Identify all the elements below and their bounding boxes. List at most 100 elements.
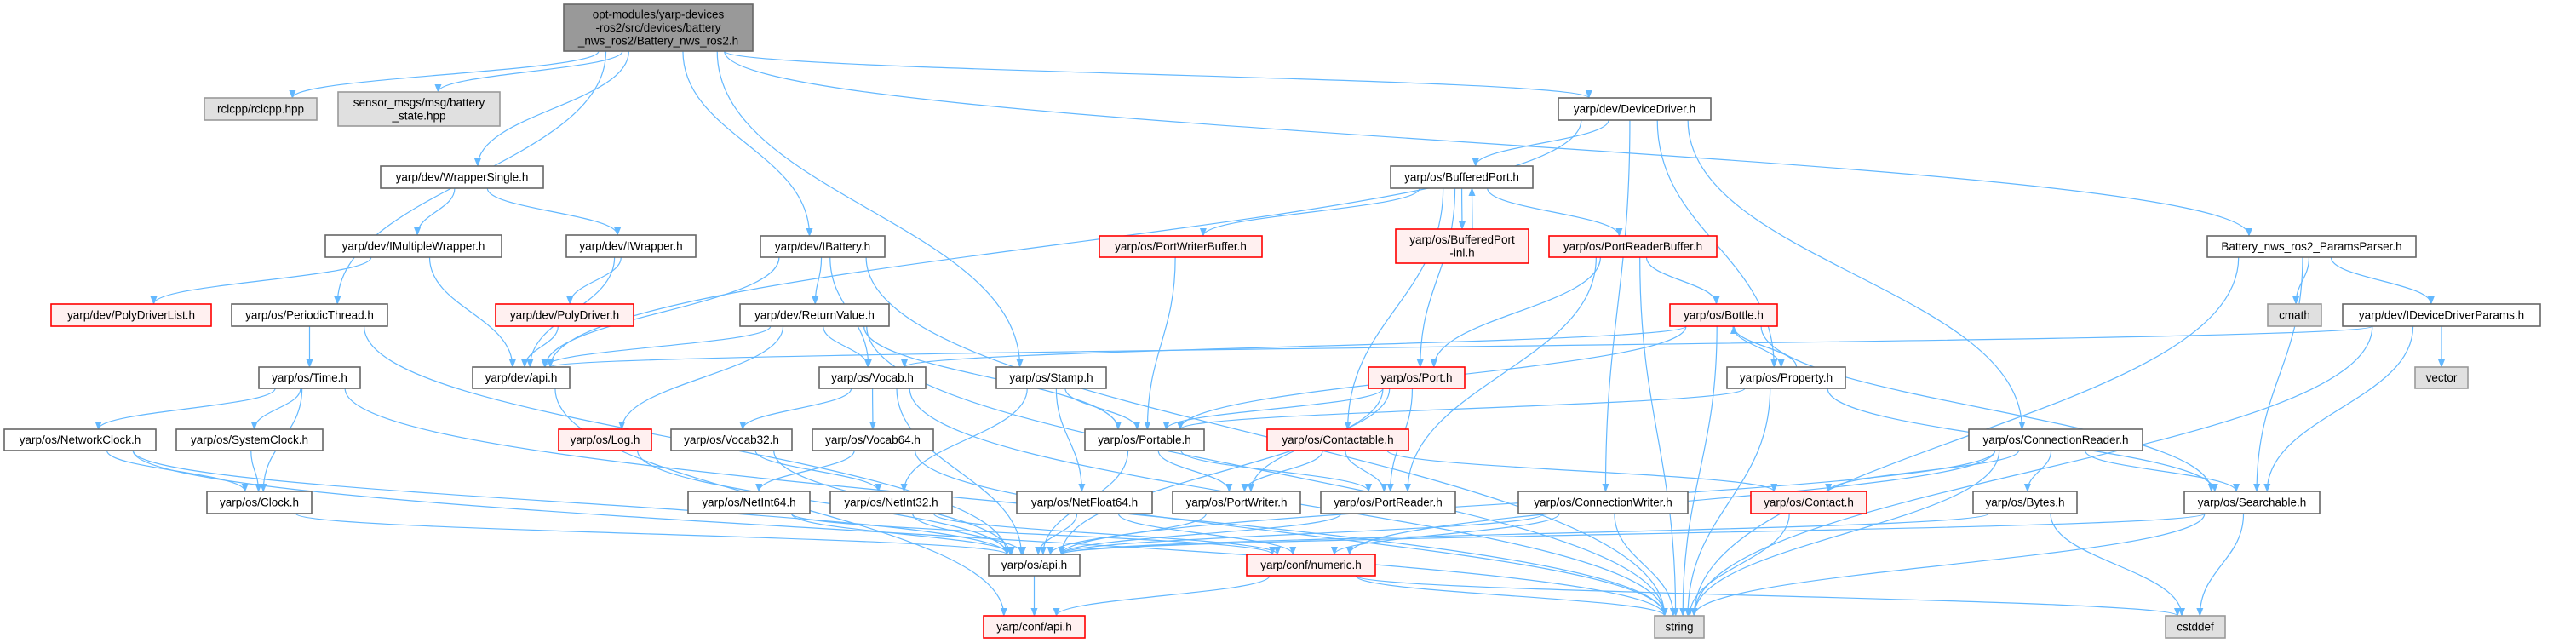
node-box [760, 235, 886, 258]
node-osapi[interactable]: yarp/os/api.h [988, 554, 1081, 577]
node-netint32[interactable]: yarp/os/NetInt32.h [829, 491, 953, 514]
node-box [1266, 428, 1409, 451]
node-box [3, 428, 157, 451]
node-box [1517, 491, 1689, 514]
node-bufport[interactable]: yarp/os/BufferedPort.h [1390, 165, 1534, 189]
node-port[interactable]: yarp/os/Port.h [1368, 366, 1466, 389]
node-box [206, 491, 313, 514]
edge-property-to-string [1684, 388, 1771, 617]
edge-netint64-to-numeric [790, 513, 1276, 555]
node-connwriter[interactable]: yarp/os/ConnectionWriter.h [1517, 491, 1689, 514]
node-box [995, 366, 1107, 389]
node-box [1726, 366, 1846, 389]
node-rclcpp[interactable]: rclcpp/rclcpp.hpp [204, 97, 318, 121]
node-label: yarp/conf/numeric.h [1260, 559, 1362, 571]
node-label: yarp/os/ConnectionWriter.h [1534, 497, 1672, 509]
node-vocab64[interactable]: yarp/os/Vocab64.h [812, 428, 934, 451]
node-contactable[interactable]: yarp/os/Contactable.h [1266, 428, 1409, 451]
node-ibattery[interactable]: yarp/dev/IBattery.h [760, 235, 886, 258]
edge-bytes-to-osapi [1059, 513, 1989, 555]
edge-vocab32-to-netint32 [754, 450, 882, 492]
node-label: _nws_ros2/Battery_nws_ros2.h [577, 35, 738, 48]
node-netclock[interactable]: yarp/os/NetworkClock.h [3, 428, 157, 451]
edge-netfloat64-to-osapi [1035, 513, 1078, 555]
node-portable[interactable]: yarp/os/Portable.h [1084, 428, 1205, 451]
node-string[interactable]: string [1654, 615, 1705, 639]
node-numeric[interactable]: yarp/conf/numeric.h [1246, 554, 1376, 577]
node-devdriver[interactable]: yarp/dev/DeviceDriver.h [1558, 97, 1712, 121]
node-label: yarp/os/Portable.h [1098, 433, 1191, 446]
edge-root-to-rclcpp [289, 50, 600, 99]
edge-vocab-to-osapi [896, 388, 1025, 555]
node-confapi[interactable]: yarp/conf/api.h [983, 615, 1086, 639]
node-contact[interactable]: yarp/os/Contact.h [1750, 491, 1867, 514]
node-label: sensor_msgs/msg/battery [353, 96, 485, 109]
edge-pwbuffer-to-portable [1144, 256, 1176, 430]
node-property[interactable]: yarp/os/Property.h [1726, 366, 1846, 389]
node-box [1558, 97, 1712, 121]
node-connreader[interactable]: yarp/os/ConnectionReader.h [1968, 428, 2143, 451]
node-vocab[interactable]: yarp/os/Vocab.h [818, 366, 927, 389]
node-label: yarp/os/Searchable.h [2198, 497, 2307, 509]
node-portwriter[interactable]: yarp/os/PortWriter.h [1172, 491, 1301, 514]
node-root[interactable]: opt-modules/yarp-devices-ros2/src/device… [563, 3, 754, 52]
node-imultiple[interactable]: yarp/dev/IMultipleWrapper.h [324, 234, 502, 258]
node-polydriver[interactable]: yarp/dev/PolyDriver.h [495, 303, 634, 327]
edge-clock-to-osapi [295, 513, 1011, 555]
node-returnvalue[interactable]: yarp/dev/ReturnValue.h [739, 303, 890, 327]
node-label: yarp/os/Bottle.h [1684, 309, 1764, 322]
edge-bufport-to-port [1416, 187, 1456, 368]
node-log[interactable]: yarp/os/Log.h [558, 428, 652, 451]
node-box [2206, 235, 2417, 258]
edge-params-to-string [1690, 256, 2240, 617]
node-box [472, 366, 571, 389]
node-prbuffer[interactable]: yarp/os/PortReaderBuffer.h [1548, 235, 1718, 258]
node-netfloat64[interactable]: yarp/os/NetFloat64.h [1016, 491, 1153, 514]
node-box [812, 428, 934, 451]
node-box [1669, 303, 1778, 327]
node-bytes[interactable]: yarp/os/Bytes.h [1972, 491, 2078, 514]
node-sysclock[interactable]: yarp/os/SystemClock.h [175, 428, 324, 451]
node-box [1395, 228, 1529, 264]
edge-port-to-portable [1162, 388, 1384, 430]
node-devapi[interactable]: yarp/dev/api.h [472, 366, 571, 389]
edge-connreader-to-searchable [2084, 450, 2240, 492]
node-pwbuffer[interactable]: yarp/os/PortWriterBuffer.h [1099, 235, 1263, 258]
node-label: yarp/dev/WrapperSingle.h [396, 171, 529, 184]
node-sensor[interactable]: sensor_msgs/msg/battery_state.hpp [337, 91, 501, 127]
edge-imultiple-to-polydriverlist [150, 256, 372, 305]
node-params[interactable]: Battery_nws_ros2_ParamsParser.h [2206, 235, 2417, 258]
node-periodic[interactable]: yarp/os/PeriodicThread.h [231, 303, 388, 327]
node-bufinl[interactable]: yarp/os/BufferedPort-inl.h [1395, 228, 1529, 264]
node-box [988, 554, 1081, 577]
node-vector[interactable]: vector [2414, 366, 2469, 389]
edge-sysclock-to-clock [250, 450, 262, 492]
node-polydriverlist[interactable]: yarp/dev/PolyDriverList.h [50, 303, 212, 327]
node-stamp[interactable]: yarp/os/Stamp.h [995, 366, 1107, 389]
node-wrappersingle[interactable]: yarp/dev/WrapperSingle.h [380, 165, 544, 189]
node-box [1084, 428, 1205, 451]
node-label: yarp/os/Time.h [272, 371, 347, 384]
node-label: Battery_nws_ros2_ParamsParser.h [2221, 240, 2401, 253]
edge-returnvalue-to-devapi [541, 325, 772, 368]
edge-imultiple-to-devapi [428, 256, 516, 368]
node-box [324, 234, 502, 258]
node-label: yarp/os/ConnectionReader.h [1982, 433, 2128, 446]
edge-vocab64-to-string [915, 450, 1668, 617]
node-searchable[interactable]: yarp/os/Searchable.h [2183, 491, 2321, 514]
node-clock[interactable]: yarp/os/Clock.h [206, 491, 313, 514]
node-cstddef[interactable]: cstddef [2165, 615, 2226, 639]
node-label: yarp/os/Bytes.h [1985, 497, 2064, 509]
node-portreader[interactable]: yarp/os/PortReader.h [1320, 491, 1456, 514]
node-netint64[interactable]: yarp/os/NetInt64.h [687, 491, 811, 514]
node-box [1016, 491, 1153, 514]
node-bottle[interactable]: yarp/os/Bottle.h [1669, 303, 1778, 327]
node-iwrapper[interactable]: yarp/dev/IWrapper.h [565, 234, 697, 258]
node-label: yarp/dev/PolyDriverList.h [67, 309, 195, 322]
node-box [558, 428, 652, 451]
node-vocab32[interactable]: yarp/os/Vocab32.h [670, 428, 793, 451]
node-time[interactable]: yarp/os/Time.h [258, 366, 361, 389]
node-iddparams[interactable]: yarp/dev/IDeviceDriverParams.h [2342, 303, 2541, 327]
node-cmath[interactable]: cmath [2267, 303, 2322, 327]
edge-bottle-to-searchable [1760, 325, 2215, 492]
